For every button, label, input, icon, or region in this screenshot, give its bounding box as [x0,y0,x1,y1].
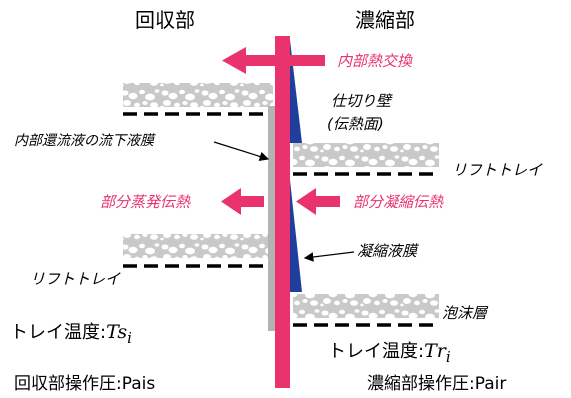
reflux-film-pointer [213,141,270,162]
upper-right-tray [293,143,439,176]
heading-concentration: 濃縮部 [355,8,415,32]
recovery-tray-temperature: トレイ温度:Tsi [10,321,132,347]
concentration-temp-sub: i [446,348,451,366]
upper-right-foam [293,143,439,167]
concentration-temp-var: Tr [424,340,448,362]
recovery-operating-pressure: 回収部操作圧:Pais [14,374,155,394]
label-lift-tray-right: リフトトレイ [452,161,543,179]
heading-recovery: 回収部 [135,8,195,32]
upper-left-foam [123,83,273,107]
label-foam-layer: 泡沫層 [442,304,489,322]
internal-heat-exchange-arrow [222,47,325,74]
recovery-temp-sub: i [127,329,132,347]
concentration-temp-prefix: トレイ温度: [328,341,424,362]
partition-wall [275,36,290,388]
lower-right-tray [293,294,439,327]
label-condensate-film: 凝縮液膜 [357,242,420,260]
label-partial-condensation: 部分凝縮伝熱 [353,193,444,211]
lower-right-foam [293,294,439,318]
label-partition-wall: 仕切り壁 [331,92,393,110]
falling-liquid-film [268,106,275,331]
recovery-temp-prefix: トレイ温度: [10,322,106,343]
lower-left-tray [123,234,273,268]
partial-evaporation-arrow [221,188,264,215]
partial-condensation-arrow [296,188,340,215]
condensate-film-pointer [303,251,355,262]
label-internal-reflux-film: 内部還流液の流下液膜 [14,133,156,149]
label-lift-tray-left: リフトトレイ [30,270,121,288]
concentration-tray-temperature: トレイ温度:Tri [328,340,451,366]
label-heat-transfer-surface: (伝熱面) [327,115,384,133]
lower-left-foam [123,234,273,258]
label-internal-heat-exchange: 内部熱交換 [337,52,413,70]
label-partial-evaporation: 部分蒸発伝熱 [100,193,191,211]
upper-left-tray [123,83,273,116]
condensate-film-lower [290,180,302,292]
recovery-temp-var: Ts [106,321,127,343]
concentration-operating-pressure: 濃縮部操作圧:Pair [367,374,506,394]
